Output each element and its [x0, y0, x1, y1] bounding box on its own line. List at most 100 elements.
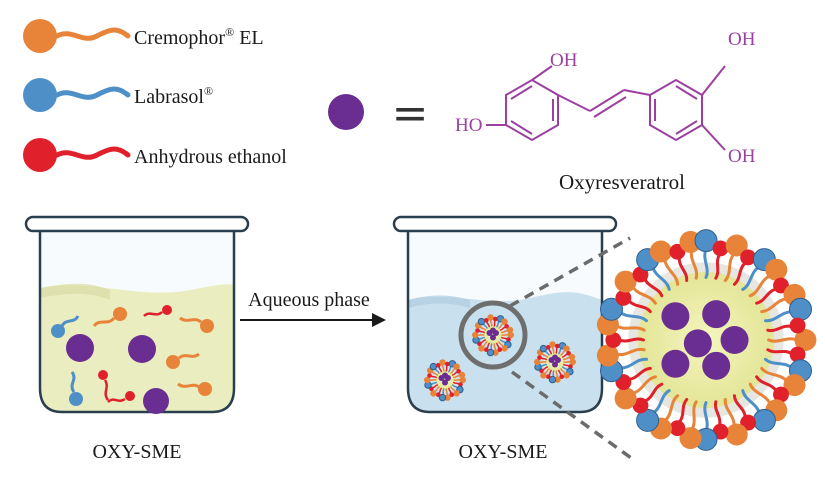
drug-particle	[442, 372, 448, 379]
surfactant-tail	[548, 369, 552, 376]
legend: Cremophor® EL Labrasol® Anhydrous ethano…	[23, 19, 287, 172]
surfactant-tail	[563, 360, 571, 364]
legend-item-ethanol: Anhydrous ethanol	[23, 138, 287, 172]
surfactant-head	[539, 344, 548, 353]
surfactant-tail	[448, 387, 452, 394]
drug-particle	[128, 335, 156, 363]
surfactant-tail	[631, 285, 657, 305]
oh-top-right-label: OH	[728, 29, 756, 50]
surfactant-tail	[677, 398, 689, 424]
micelle	[424, 359, 466, 402]
surfactant-tail	[766, 324, 793, 333]
oxyresveratrol-structure	[486, 65, 726, 151]
svg-text:Cremophor® EL: Cremophor® EL	[134, 25, 264, 49]
surfactant-head	[456, 368, 461, 374]
surfactant-head	[424, 376, 431, 384]
surfactant-tail	[480, 339, 487, 344]
surfactant-head	[614, 387, 637, 410]
enlarged-micelle	[596, 229, 817, 451]
ethanol-head-icon	[23, 138, 57, 172]
svg-text:Labrasol®: Labrasol®	[134, 84, 213, 108]
molecule-name: Oxyresveratrol	[559, 170, 685, 194]
surfactant-head	[430, 390, 437, 397]
surfactant-head	[600, 297, 623, 321]
surfactant-tail	[723, 398, 736, 428]
surfactant-tail	[760, 297, 789, 314]
surfactant-head	[435, 392, 441, 398]
surfactant-head	[540, 372, 547, 379]
surfactant-tail	[663, 257, 680, 286]
surfactant-tail	[477, 333, 485, 337]
surfactant-head	[568, 364, 573, 369]
drug-particle	[661, 302, 690, 331]
surfactant-tail	[445, 365, 448, 372]
surfactant-head	[615, 289, 632, 306]
surfactant-tail	[748, 382, 772, 406]
surfactant-head	[789, 346, 806, 363]
surfactant-head	[554, 376, 561, 383]
drug-particle-icon	[328, 94, 364, 130]
labrasol-tail-icon	[54, 86, 131, 100]
magnifier-ring	[458, 300, 528, 370]
surfactant-tail	[627, 299, 652, 314]
surfactant-tail	[766, 348, 793, 355]
surfactant-tail	[453, 378, 461, 382]
surfactant-head	[477, 317, 486, 326]
surfactant-tail	[627, 366, 652, 381]
surfactant-tail	[548, 348, 552, 355]
surfactant-head	[752, 408, 776, 432]
surfactant-head	[614, 270, 637, 293]
surfactant-head	[694, 229, 718, 253]
arrow-label: Aqueous phase	[248, 289, 370, 311]
surfactant-head	[483, 317, 489, 323]
drug-particle	[552, 354, 558, 361]
ethanol-tail-icon	[54, 146, 131, 160]
micelle	[596, 229, 817, 451]
surfactant-head	[636, 408, 660, 432]
surfactant-head	[789, 297, 812, 321]
surfactant-tail	[432, 384, 439, 389]
surfactant-head	[438, 393, 447, 402]
surfactant-tail	[451, 371, 458, 376]
surfactant-head	[444, 394, 451, 401]
drug-particle	[720, 326, 749, 354]
cremophor-label: Cremophor	[134, 27, 225, 49]
surfactant-tail	[501, 333, 509, 337]
surfactant-head	[501, 318, 508, 325]
surfactant-head	[507, 331, 514, 339]
legend-item-labrasol: Labrasol®	[23, 78, 213, 112]
surfactant-tail	[755, 287, 778, 305]
surfactant-head	[554, 343, 560, 349]
left-beaker-glass	[38, 228, 236, 414]
surfactant-head	[569, 358, 576, 366]
surfactant-tail	[429, 378, 437, 382]
surfactant-head	[794, 329, 817, 351]
labrasol-label: Labrasol	[134, 86, 204, 108]
left-beaker-rim	[24, 215, 250, 233]
surfactant-tail	[486, 342, 490, 349]
surfactant-head	[429, 362, 438, 371]
micelle	[472, 314, 514, 357]
zoom-indicator	[458, 236, 636, 462]
legend-item-cremophor: Cremophor® EL	[23, 19, 264, 53]
surfactant-tail	[748, 274, 772, 298]
surfactant-head	[492, 316, 498, 322]
surfactant-tail	[723, 252, 736, 282]
surfactant-head	[449, 392, 455, 398]
surfactant-head	[566, 350, 571, 356]
equals-sign: =	[392, 88, 429, 139]
surfactant-tail	[438, 366, 442, 373]
surfactant-tail	[493, 320, 496, 327]
surfactant-head	[453, 390, 460, 397]
micelle	[534, 341, 576, 384]
oh-top-left-label: OH	[550, 50, 578, 71]
drug-particle	[661, 349, 690, 378]
surfactant-tail	[615, 347, 646, 357]
surfactant-tail	[755, 375, 778, 393]
left-beaker	[24, 215, 250, 414]
surfactant-head	[472, 331, 479, 339]
drug-particle	[702, 351, 731, 380]
surfactant-tail	[643, 277, 664, 298]
small-micelles	[424, 314, 576, 402]
